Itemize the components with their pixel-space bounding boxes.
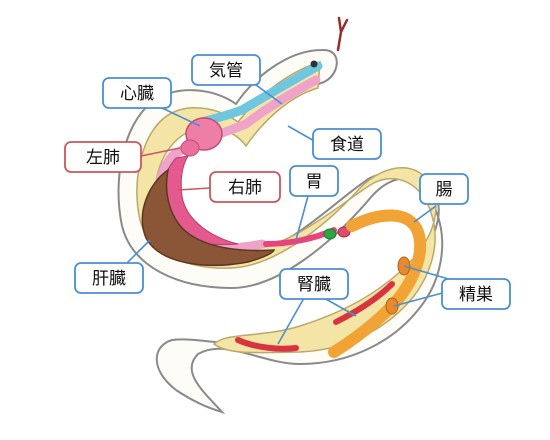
liver-callout: 肝臓 bbox=[74, 262, 144, 294]
leader-lines bbox=[125, 81, 453, 345]
esophagus-callout: 食道 bbox=[312, 128, 382, 160]
left-lung-label: 左肺 bbox=[86, 148, 120, 168]
kidney-organ-left bbox=[235, 337, 299, 352]
esophagus-label: 食道 bbox=[330, 135, 364, 155]
heart-label: 心臓 bbox=[120, 84, 154, 104]
liver-label: 肝臓 bbox=[92, 269, 126, 289]
kidney-label: 腎臓 bbox=[297, 275, 331, 295]
snake-eye bbox=[310, 60, 318, 68]
gallbladder-organ bbox=[323, 228, 337, 240]
intestine-callout: 腸 bbox=[419, 173, 469, 205]
heart-callout: 心臓 bbox=[102, 77, 172, 109]
snake-tongue bbox=[336, 16, 349, 52]
pancreas-organ bbox=[337, 226, 351, 238]
testis-organ-2 bbox=[385, 297, 399, 315]
testis-label: 精巣 bbox=[459, 285, 493, 305]
trachea-callout: 気管 bbox=[191, 54, 261, 86]
left-lung-organ bbox=[180, 139, 200, 157]
kidney-organ-right bbox=[333, 281, 395, 325]
stomach-label: 胃 bbox=[306, 172, 323, 192]
intestine-label: 腸 bbox=[436, 180, 453, 200]
liver-organ bbox=[141, 168, 276, 267]
stomach-callout: 胃 bbox=[289, 165, 339, 197]
right-lung-callout: 右肺 bbox=[209, 171, 281, 203]
testis-callout: 精巣 bbox=[441, 278, 511, 310]
trachea-label: 気管 bbox=[209, 61, 243, 81]
intestine-organ bbox=[328, 209, 427, 358]
right-lung-label: 右肺 bbox=[228, 178, 262, 198]
left-lung-callout: 左肺 bbox=[64, 141, 142, 173]
kidney-callout: 腎臓 bbox=[279, 268, 349, 300]
